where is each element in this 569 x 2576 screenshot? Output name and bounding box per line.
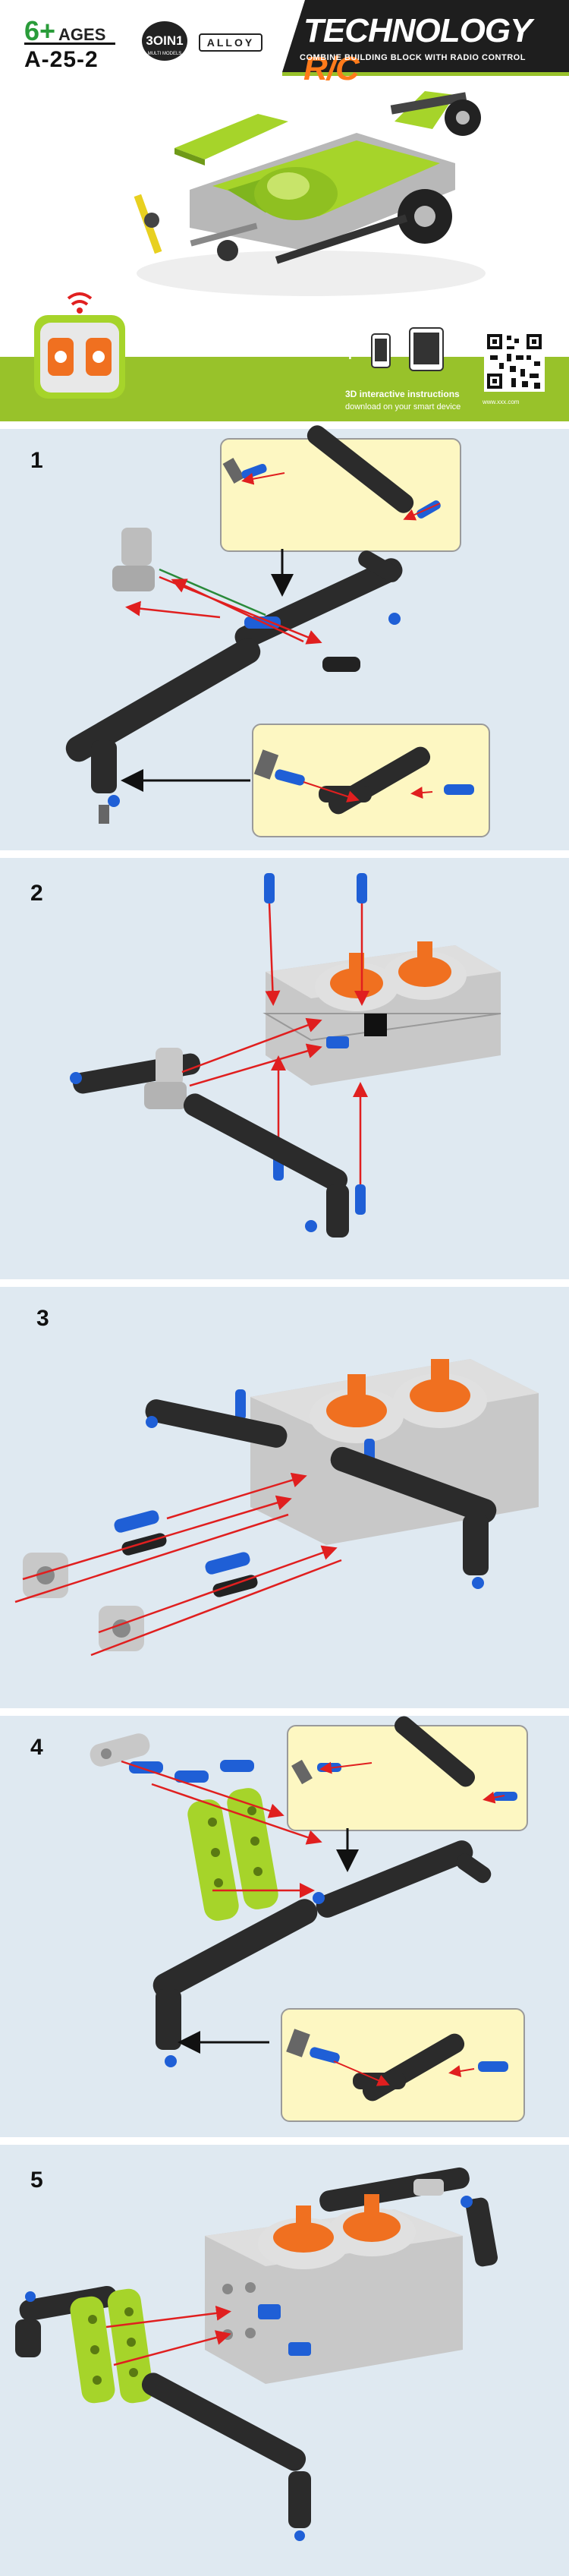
header: 6+AGES A-25-2 3OIN1 MULTI MODELS ALLOY T… [0, 0, 569, 421]
step-number: 2 [30, 881, 43, 906]
logo-3in1-sub: MULTI MODELS [148, 52, 182, 56]
logo-alloy-text: ALLOY [207, 36, 254, 49]
step-4-panel: 4 [0, 1716, 569, 2137]
step-1-diagram [65, 425, 474, 824]
step-number: 1 [30, 448, 43, 473]
age-label: AGES [58, 25, 106, 44]
smart-devices-icon: + [345, 327, 458, 371]
logo-alloy: ALLOY [199, 33, 262, 52]
remote-control-image [34, 292, 125, 399]
title-banner [282, 0, 569, 76]
instructions-title: 3D interactive instructions [345, 389, 460, 399]
divider [0, 2137, 569, 2145]
step-2-diagram [70, 873, 501, 1238]
step-number: 4 [30, 1735, 43, 1760]
step-4-inset-top [287, 1725, 528, 1831]
url-text: www.xxx.com [483, 399, 520, 405]
qr-code [484, 331, 545, 392]
step-3-panel: 3 [0, 1287, 569, 1708]
divider [0, 850, 569, 858]
divider [24, 43, 115, 45]
step-number: 5 [30, 2168, 43, 2193]
instructions-subtitle: download on your smart device [345, 402, 461, 411]
step-2-panel: 2 [0, 858, 569, 1279]
title-suffix: R/C [303, 50, 360, 87]
logo-3in1: 3OIN1 MULTI MODELS [142, 21, 187, 61]
model-code: A-25-2 [24, 47, 99, 72]
divider [0, 421, 569, 429]
step-3-diagram [14, 1359, 539, 1657]
age-number: 6+ [24, 15, 56, 46]
age-badge: 6+AGES [24, 15, 105, 47]
divider [0, 1708, 569, 1716]
step-number: 3 [36, 1306, 49, 1331]
logo-3in1-text: 3OIN1 [146, 33, 183, 48]
step-5-diagram [15, 2167, 498, 2541]
title: TECHNOLOGY R/C [303, 12, 569, 88]
subtitle: COMBINE BUILDING BLOCK WITH RADIO CONTRO… [300, 53, 526, 62]
step-5-panel: 5 [0, 2145, 569, 2576]
step-1-panel: 1 [0, 425, 569, 850]
hero-model-image [134, 91, 486, 296]
svg-text:+: + [345, 345, 355, 364]
step-4-diagram [90, 1716, 517, 2101]
divider [0, 1279, 569, 1287]
title-text: TECHNOLOGY [303, 12, 532, 49]
